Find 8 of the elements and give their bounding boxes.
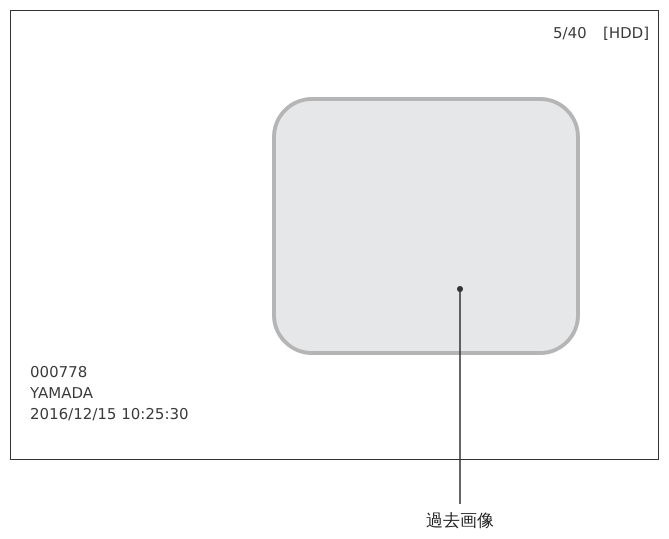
- leader-line: [457, 286, 463, 504]
- page-counter: 5/40: [553, 24, 587, 42]
- name-text: YAMADA: [30, 384, 94, 402]
- id-number: 000778: [30, 363, 88, 381]
- image-area: [272, 97, 580, 355]
- caption-text: 過去画像: [400, 510, 520, 532]
- date-time: 2016/12/15 10:25:30: [30, 405, 189, 423]
- storage-label: [HDD]: [603, 24, 650, 42]
